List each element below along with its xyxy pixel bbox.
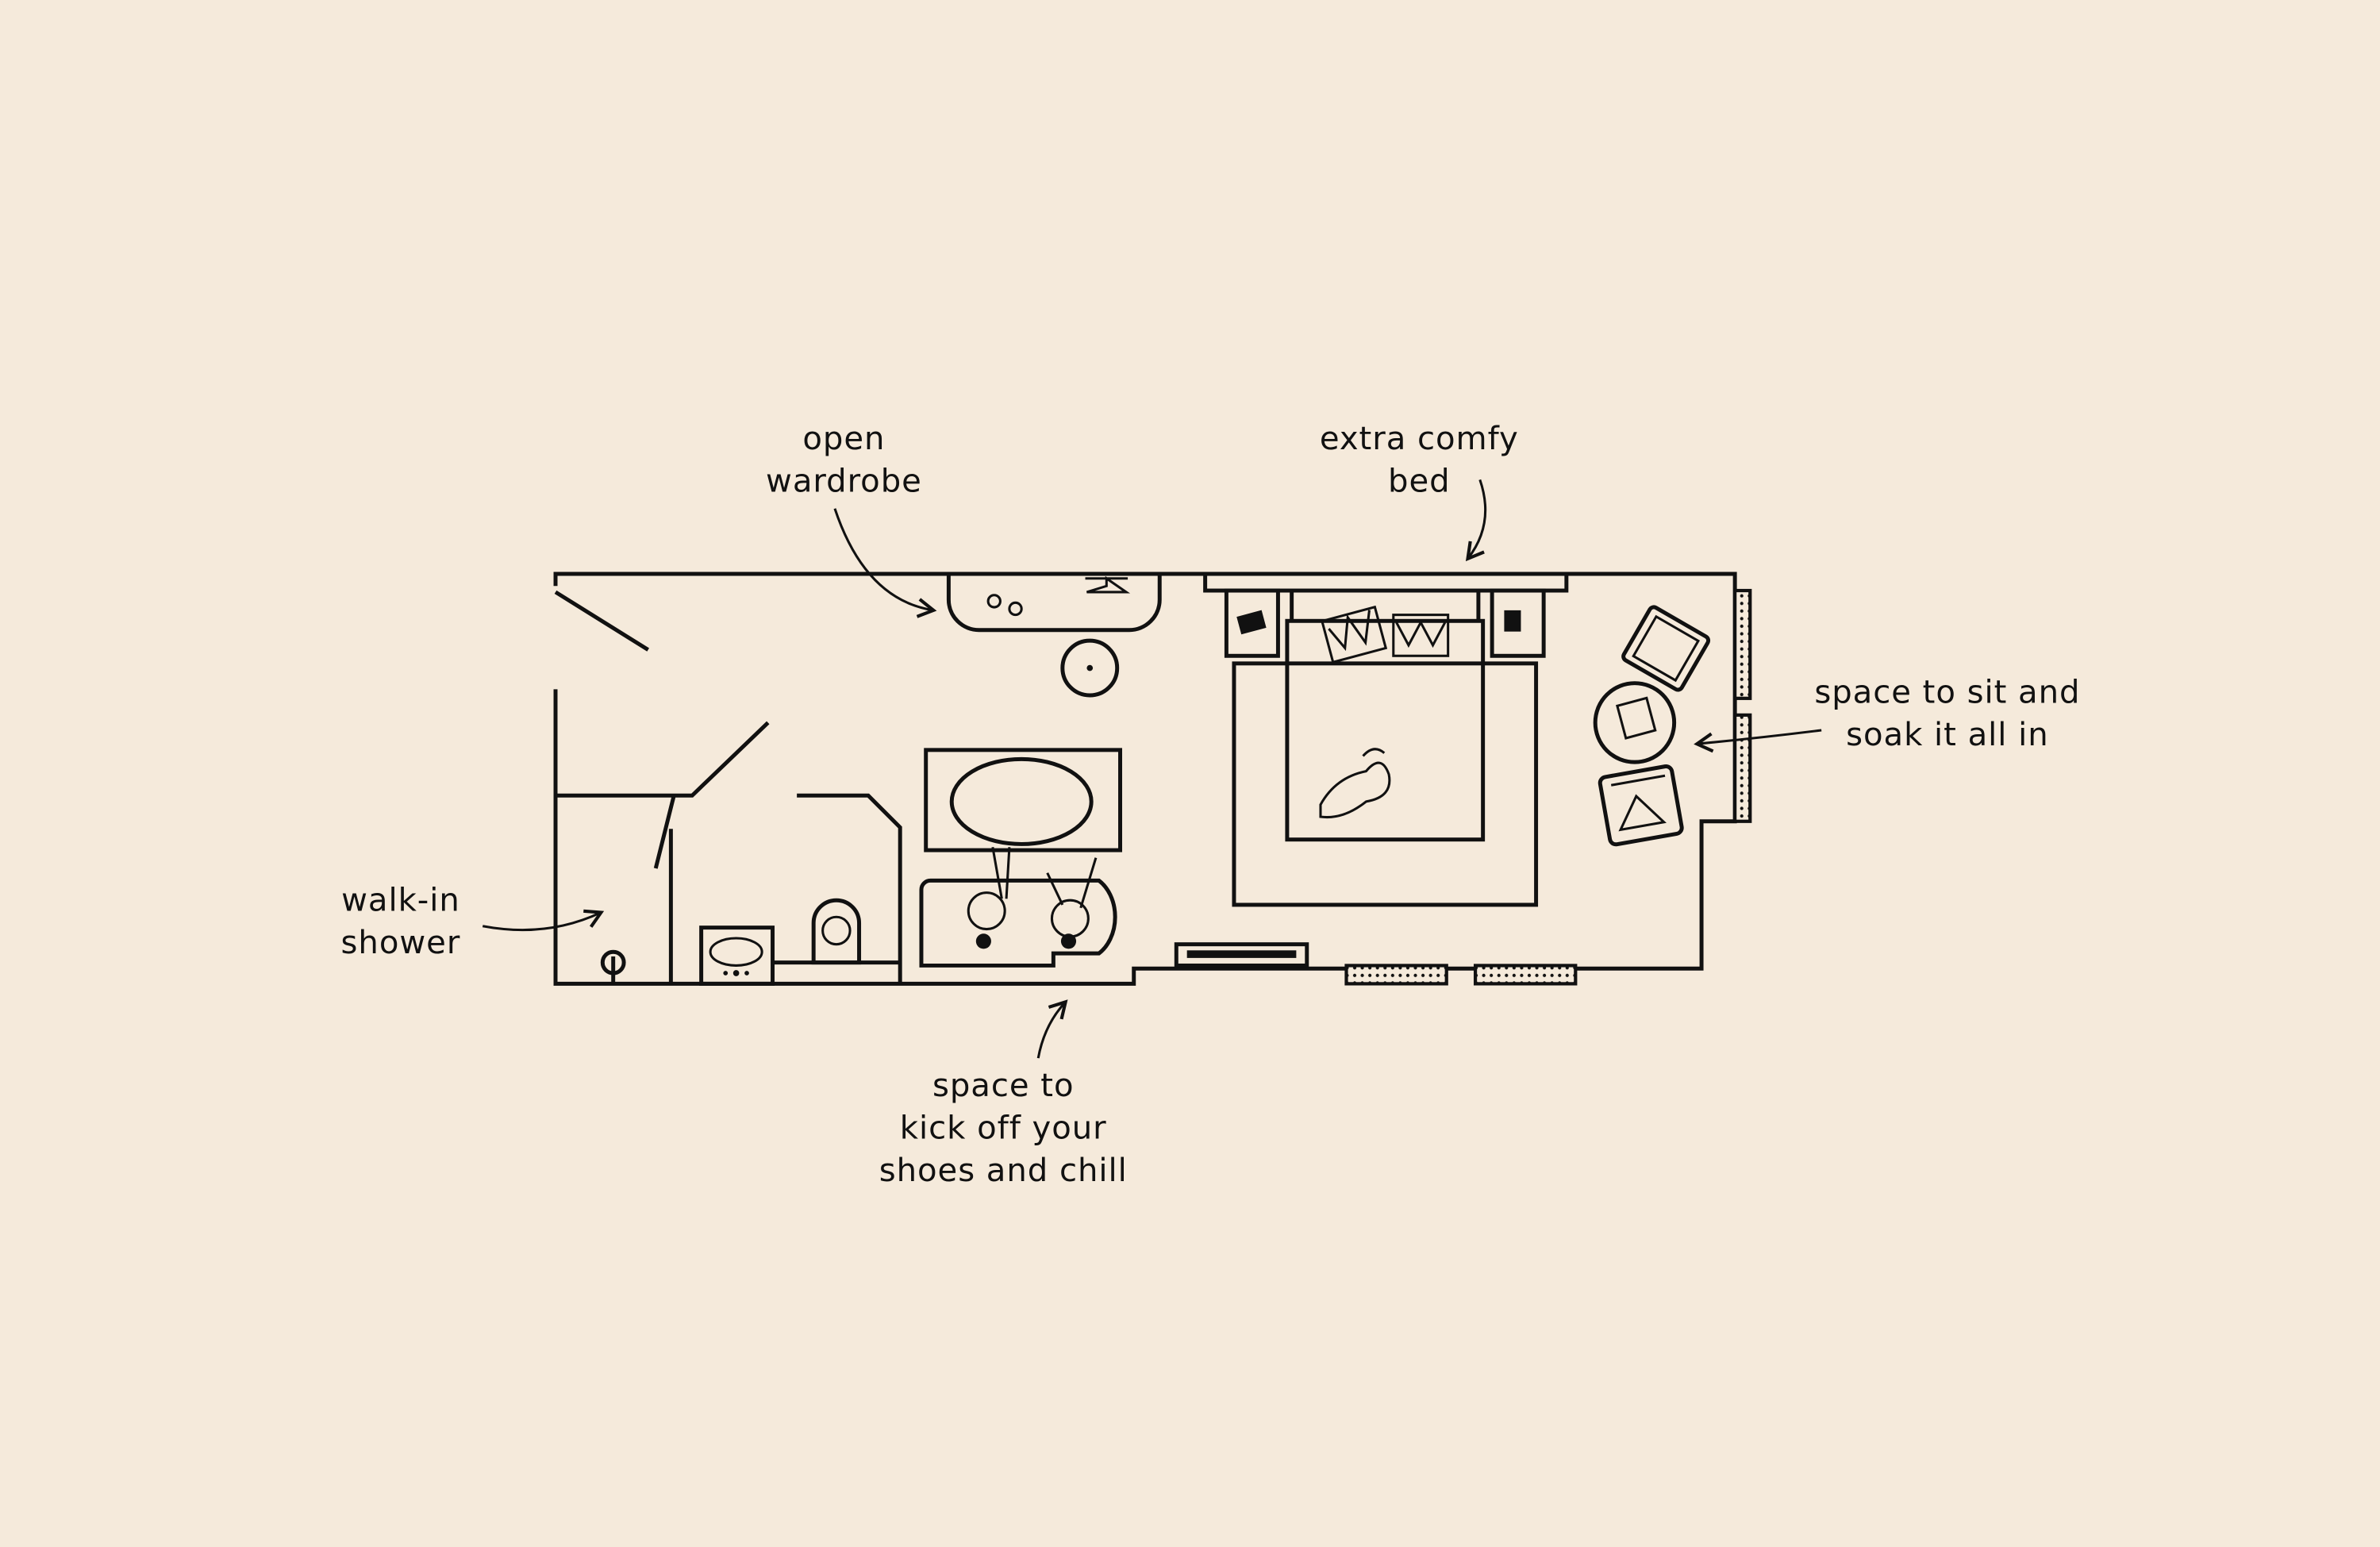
armchair-icons [1593,605,1711,847]
svg-text:open: open [802,421,885,457]
sofa-icon [919,846,1117,968]
svg-text:walk-in: walk-in [341,883,460,919]
svg-text:shoes and chill: shoes and chill [879,1153,1128,1189]
toilet-icon [811,898,862,965]
annotation-arrows [482,479,1822,1059]
rug-and-table [924,748,1123,852]
stool-icon [1060,638,1120,698]
label-lounge: space to kick off your shoes and chill [879,1068,1128,1189]
bed-icon [1203,571,1569,907]
sink-icon [699,926,775,986]
svg-text:wardrobe: wardrobe [766,464,922,500]
dog-icon [1319,748,1391,819]
svg-text:kick off your: kick off your [900,1110,1107,1146]
svg-text:soak it all in: soak it all in [1846,717,2048,753]
svg-text:space to sit and: space to sit and [1814,675,2080,711]
windows [1344,588,1752,986]
svg-text:space to: space to [932,1068,1075,1104]
wardrobe-icon [946,573,1162,633]
label-shower: walk-in shower [341,883,461,962]
label-bed: extra comfy bed [1320,421,1519,500]
label-sitting-area: space to sit and soak it all in [1814,675,2080,754]
tv-console-icon [1174,942,1309,968]
svg-text:bed: bed [1388,464,1451,500]
label-wardrobe: open wardrobe [766,421,922,500]
shower-drain-icon [600,949,626,984]
walls [553,571,1737,986]
svg-text:shower: shower [341,925,461,961]
svg-text:extra comfy: extra comfy [1320,421,1519,457]
